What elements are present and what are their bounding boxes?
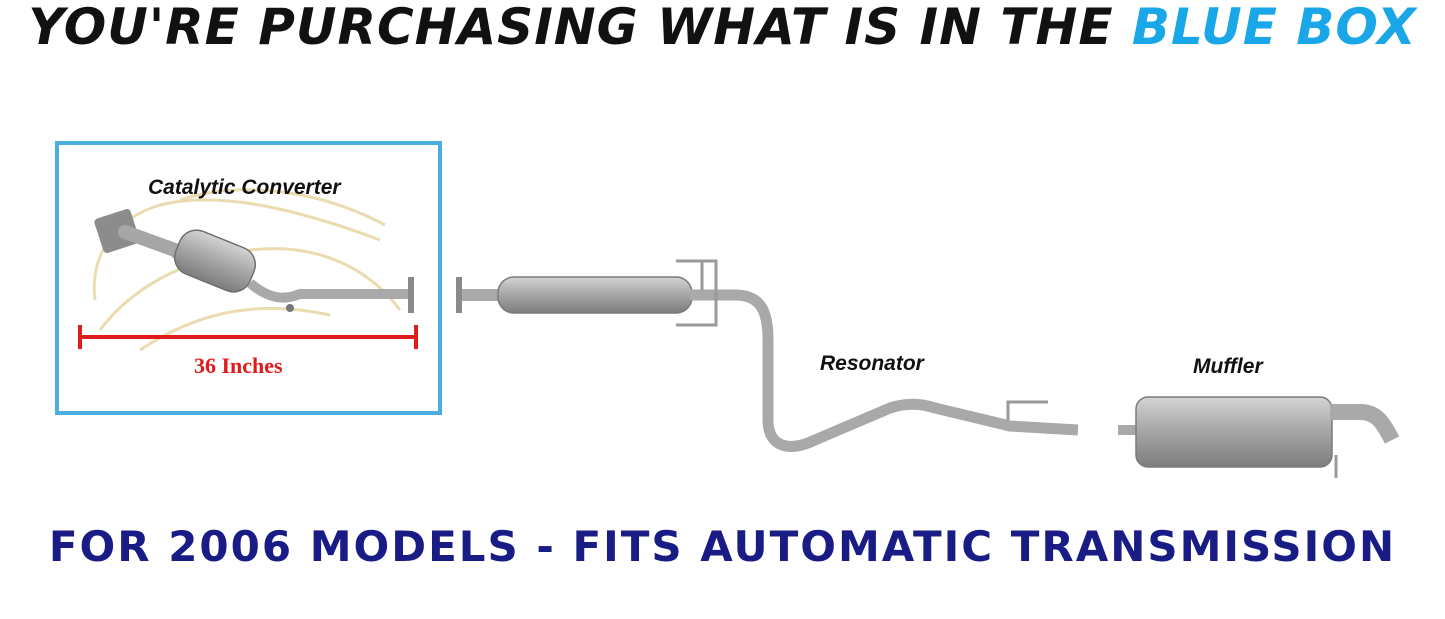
measurement-line <box>78 325 418 349</box>
muffler-part <box>1118 396 1400 478</box>
headline-prefix: YOU'RE PURCHASING WHAT IS IN THE <box>28 0 1132 56</box>
resonator-label: Resonator <box>820 352 924 375</box>
horse-watermark-icon <box>92 188 402 352</box>
headline-highlight: BLUE BOX <box>1131 0 1417 56</box>
catalytic-converter-label: Catalytic Converter <box>148 176 341 199</box>
fitment-footer: FOR 2006 MODELS - FITS AUTOMATIC TRANSMI… <box>48 522 1397 571</box>
blue-box <box>55 141 442 415</box>
measurement-label: 36 Inches <box>194 353 283 378</box>
resonator-pipe-part <box>456 259 1079 452</box>
headline: YOU'RE PURCHASING WHAT IS IN THE BLUE BO… <box>0 0 1445 56</box>
muffler-label: Muffler <box>1193 355 1263 378</box>
catalytic-converter-part <box>94 209 414 313</box>
